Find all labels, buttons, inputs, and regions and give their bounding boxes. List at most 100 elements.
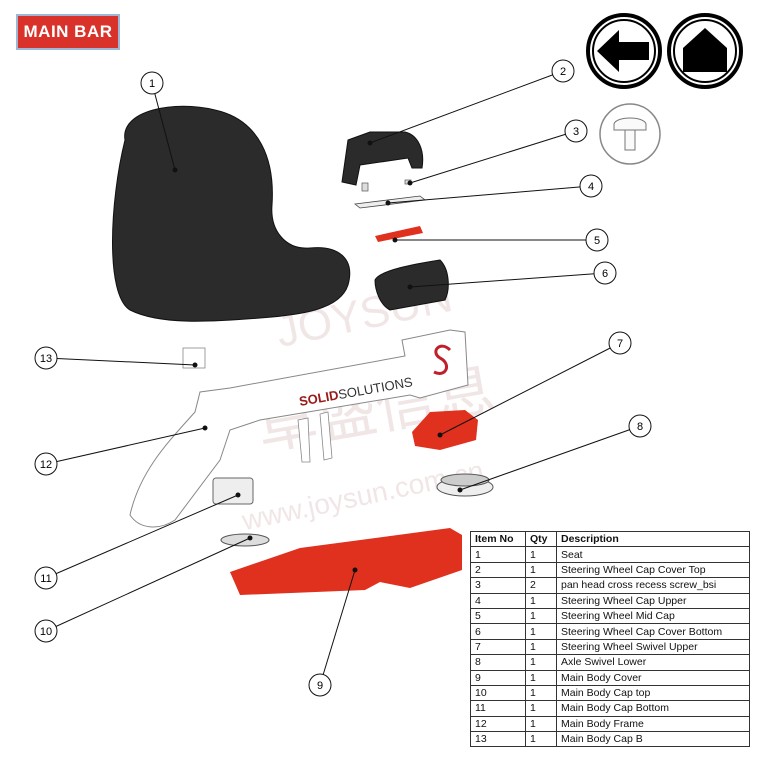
col-description: Description [556, 530, 750, 548]
part-cap-cover-bottom [374, 259, 449, 311]
svg-text:12: 12 [40, 459, 52, 471]
part-swivel-upper [412, 410, 478, 450]
cell-qty: 1 [525, 731, 557, 748]
cell-desc: Main Body Cover [556, 669, 750, 686]
callout-9: 9 [308, 673, 332, 697]
home-icon [683, 28, 727, 72]
callout-5: 5 [585, 228, 609, 252]
part-seat [112, 105, 351, 322]
cell-qty: 1 [525, 700, 557, 717]
callouts: 1 2 3 4 5 6 7 8 9 10 11 12 13 [34, 59, 652, 697]
cell-item: 2 [470, 561, 526, 579]
leader-dots [172, 140, 463, 573]
callout-11: 11 [34, 566, 58, 590]
part-cap-cover-top [341, 131, 424, 186]
svg-text:3: 3 [573, 126, 579, 138]
callout-12: 12 [34, 452, 58, 476]
part-cap-b [182, 347, 206, 369]
cell-qty: 1 [525, 715, 557, 733]
cell-desc: Steering Wheel Mid Cap [556, 607, 750, 625]
cell-qty: 1 [525, 607, 557, 625]
svg-text:4: 4 [588, 181, 594, 193]
part-frame-leg [297, 411, 333, 463]
leader-lines [45, 70, 641, 686]
svg-text:13: 13 [40, 353, 52, 365]
callout-1: 1 [140, 71, 164, 95]
cell-qty: 1 [525, 669, 557, 686]
cell-desc: Steering Wheel Swivel Upper [556, 638, 750, 656]
cell-qty: 2 [525, 577, 557, 594]
screw-inset [599, 103, 661, 165]
cell-qty: 1 [525, 623, 557, 640]
col-qty: Qty [525, 530, 557, 548]
cell-desc: Steering Wheel Cap Cover Top [556, 561, 750, 579]
part-main-frame [129, 329, 469, 528]
callout-7: 7 [608, 331, 632, 355]
part-axle-swivel-lower-top [440, 473, 490, 487]
cell-item: 10 [470, 684, 526, 702]
cell-item: 11 [470, 700, 526, 717]
callout-8: 8 [628, 414, 652, 438]
cell-item: 8 [470, 654, 526, 671]
arrow-left-icon [597, 30, 649, 72]
cell-item: 12 [470, 715, 526, 733]
callout-6: 6 [593, 261, 617, 285]
cell-qty: 1 [525, 592, 557, 609]
callout-13: 13 [34, 346, 58, 370]
cell-desc: Main Body Cap top [556, 684, 750, 702]
cell-item: 9 [470, 669, 526, 686]
part-cap-bottom [212, 477, 254, 505]
cell-qty: 1 [525, 654, 557, 671]
svg-text:1: 1 [149, 78, 155, 90]
svg-text:6: 6 [602, 268, 608, 280]
cell-qty: 1 [525, 638, 557, 656]
cell-qty: 1 [525, 546, 557, 563]
svg-text:10: 10 [40, 626, 52, 638]
callout-3: 3 [564, 119, 588, 143]
svg-text:11: 11 [40, 573, 51, 585]
part-screw [361, 182, 369, 192]
svg-text:8: 8 [637, 421, 643, 433]
svg-text:7: 7 [617, 338, 623, 350]
page-title-badge: MAIN BAR [16, 14, 120, 50]
cell-qty: 1 [525, 684, 557, 702]
back-button[interactable] [585, 12, 663, 90]
cell-desc: pan head cross recess screw_bsi [556, 577, 750, 594]
cell-item: 4 [470, 592, 526, 609]
home-button[interactable] [666, 12, 744, 90]
cell-item: 1 [470, 546, 526, 563]
cell-item: 6 [470, 623, 526, 640]
svg-text:2: 2 [560, 66, 566, 78]
svg-text:5: 5 [594, 235, 600, 247]
cell-item: 7 [470, 638, 526, 656]
frame-s-logo [433, 344, 452, 375]
cell-desc: Seat [556, 546, 750, 563]
svg-text:9: 9 [317, 680, 323, 692]
table-header-row: Item No Qty Description [470, 530, 750, 548]
cell-item: 3 [470, 577, 526, 594]
part-main-body-cover [230, 528, 462, 595]
cell-desc: Steering Wheel Cap Upper [556, 592, 750, 609]
callout-10: 10 [34, 619, 58, 643]
callout-2: 2 [551, 59, 575, 83]
cell-qty: 1 [525, 561, 557, 579]
cell-desc: Axle Swivel Lower [556, 654, 750, 671]
part-mid-cap [375, 226, 423, 242]
cell-item: 13 [470, 731, 526, 748]
callout-4: 4 [579, 174, 603, 198]
